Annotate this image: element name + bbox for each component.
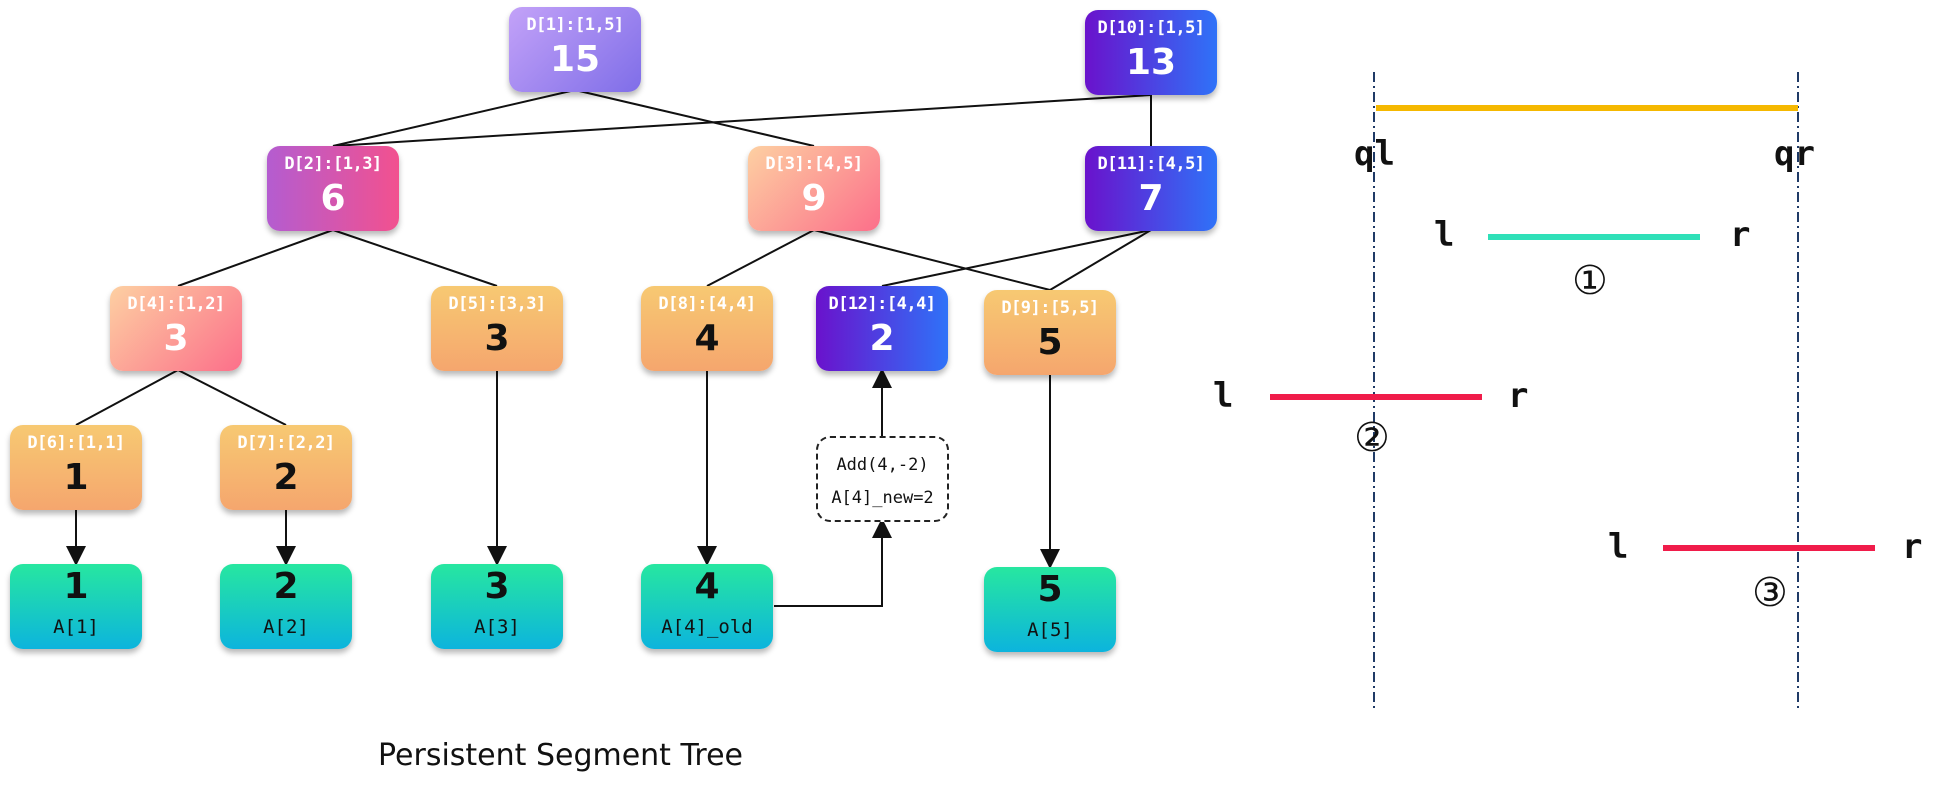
node-value: 13 xyxy=(1125,42,1177,83)
node-d3: D[3]:[4,5] 9 xyxy=(748,146,880,231)
edge-d3-d9 xyxy=(813,229,1051,291)
edge-d4-d6 xyxy=(75,369,179,426)
leaf-a5: 5 A[5] xyxy=(984,567,1116,652)
case3-marker: ③ xyxy=(1752,570,1788,616)
node-value: 4 xyxy=(694,318,720,359)
edge-d11-d9 xyxy=(1049,229,1152,291)
interval-panel xyxy=(1270,72,1875,708)
edge-d11-d12 xyxy=(881,229,1152,287)
case2-right-label: r xyxy=(1508,376,1529,416)
case1-left-label: l xyxy=(1434,215,1455,255)
leaf-value: 2 xyxy=(273,566,299,607)
node-value: 6 xyxy=(320,178,346,219)
leaf-a1: 1 A[1] xyxy=(10,564,142,649)
node-value: 7 xyxy=(1138,178,1164,219)
query-right-label: qr xyxy=(1774,134,1815,174)
case1-marker: ① xyxy=(1572,258,1608,304)
node-value: 2 xyxy=(273,457,299,498)
leaf-a3: 3 A[3] xyxy=(431,564,563,649)
node-value: 3 xyxy=(484,318,510,359)
query-left-label: ql xyxy=(1354,134,1395,174)
edge-d10-d2 xyxy=(332,94,1152,147)
node-value: 1 xyxy=(63,457,89,498)
node-label: D[10]:[1,5] xyxy=(1097,18,1205,38)
leaf-value: 1 xyxy=(63,566,89,607)
node-value: 2 xyxy=(869,318,895,359)
node-value: 5 xyxy=(1037,322,1063,363)
leaf-label: A[4]_old xyxy=(661,616,753,638)
node-label: D[12]:[4,4] xyxy=(828,294,936,314)
node-value: 3 xyxy=(163,318,189,359)
leaf-value: 4 xyxy=(694,566,720,607)
case2-left-label: l xyxy=(1213,376,1234,416)
leaf-label: A[1] xyxy=(53,616,99,638)
leaf-label: A[3] xyxy=(474,616,520,638)
case1-right-label: r xyxy=(1730,215,1751,255)
update-new-value: A[4]_new=2 xyxy=(831,488,934,508)
node-value: 15 xyxy=(549,39,601,80)
arrow-a4-note xyxy=(774,518,892,607)
node-value: 9 xyxy=(801,178,827,219)
node-d9: D[9]:[5,5] 5 xyxy=(984,290,1116,375)
node-label: D[8]:[4,4] xyxy=(658,294,756,314)
update-op: Add(4,-2) xyxy=(836,455,929,475)
node-d1: D[1]:[1,5] 15 xyxy=(509,7,641,92)
node-label: D[11]:[4,5] xyxy=(1097,154,1205,174)
edge-d1-d2 xyxy=(332,89,576,147)
node-d4: D[4]:[1,2] 3 xyxy=(110,286,242,371)
node-label: D[4]:[1,2] xyxy=(127,294,225,314)
node-d10: D[10]:[1,5] 13 xyxy=(1085,10,1217,95)
edge-d2-d5 xyxy=(332,229,498,287)
diagram-caption: Persistent Segment Tree xyxy=(378,738,743,773)
case3-left-label: l xyxy=(1608,527,1629,567)
node-label: D[9]:[5,5] xyxy=(1001,298,1099,318)
node-d11: D[11]:[4,5] 7 xyxy=(1085,146,1217,231)
node-d5: D[5]:[3,3] 3 xyxy=(431,286,563,371)
leaf-a4-old: 4 A[4]_old xyxy=(641,564,773,649)
node-label: D[2]:[1,3] xyxy=(284,154,382,174)
node-label: D[3]:[4,5] xyxy=(765,154,863,174)
update-note: Add(4,-2) A[4]_new=2 xyxy=(816,436,949,522)
node-label: D[1]:[1,5] xyxy=(526,15,624,35)
node-d8: D[8]:[4,4] 4 xyxy=(641,286,773,371)
node-d2: D[2]:[1,3] 6 xyxy=(267,146,399,231)
edge-d1-d3 xyxy=(574,89,815,147)
edge-d3-d8 xyxy=(706,229,815,287)
node-label: D[6]:[1,1] xyxy=(27,433,125,453)
node-d12: D[12]:[4,4] 2 xyxy=(816,286,948,371)
edge-d4-d7 xyxy=(177,369,287,426)
leaf-label: A[5] xyxy=(1027,619,1073,641)
leaf-value: 5 xyxy=(1037,569,1063,610)
edge-d2-d4 xyxy=(177,229,334,287)
leaf-label: A[2] xyxy=(263,616,309,638)
case3-right-label: r xyxy=(1902,527,1923,567)
leaf-value: 3 xyxy=(484,566,510,607)
node-d6: D[6]:[1,1] 1 xyxy=(10,425,142,510)
node-d7: D[7]:[2,2] 2 xyxy=(220,425,352,510)
leaf-a2: 2 A[2] xyxy=(220,564,352,649)
node-label: D[5]:[3,3] xyxy=(448,294,546,314)
node-label: D[7]:[2,2] xyxy=(237,433,335,453)
case2-marker: ② xyxy=(1354,415,1390,461)
